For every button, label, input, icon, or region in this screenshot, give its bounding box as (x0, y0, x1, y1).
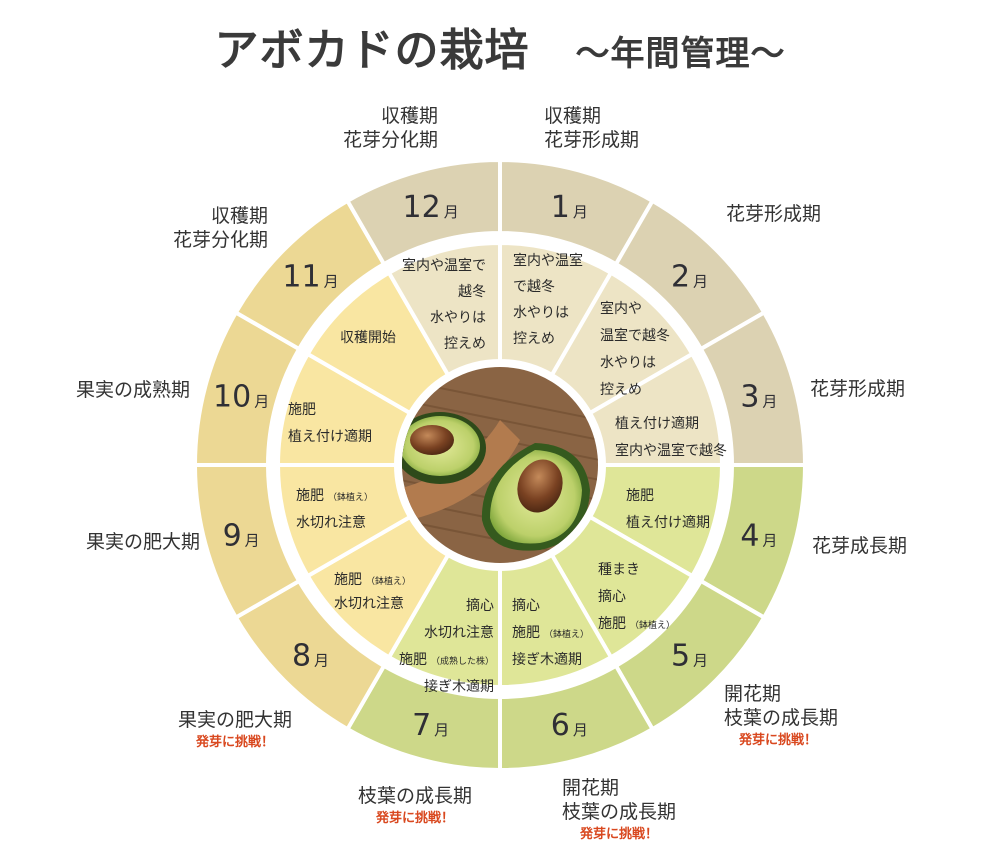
task-text: 室内や (600, 300, 642, 317)
task-text: 植え付け適期 (626, 514, 710, 531)
task-text: 控えめ (513, 331, 555, 347)
stage-label-jul: 枝葉の成長期 発芽に挑戦！ (350, 784, 480, 830)
task-text: 温室で越冬 (600, 327, 670, 344)
stage-label-apr: 花芽成長期 (812, 535, 908, 557)
avocado-photo (396, 361, 604, 569)
task-text: 施肥 (626, 488, 654, 504)
title-sub: 〜年間管理〜 (575, 34, 786, 74)
task-text: で越冬 (513, 279, 555, 295)
stage-label-sep: 果実の肥大期 (85, 531, 200, 553)
task-text: 接ぎ木適期 (512, 651, 582, 668)
stage-label-aug: 果実の肥大期 発芽に挑戦！ (170, 708, 300, 754)
task-text: 室内や温室 (513, 252, 583, 269)
task-text: 越冬 (458, 284, 486, 300)
task-text: 摘心 (466, 597, 494, 614)
challenge-badge: 発芽に挑戦！ (739, 733, 818, 748)
task-text: 接ぎ木適期 (424, 678, 494, 695)
task-text: 水切れ注意 (424, 624, 494, 641)
task-text: 室内や温室で越冬 (615, 442, 727, 459)
task-text: 室内や温室で (402, 257, 486, 274)
task-text: 控えめ (600, 382, 642, 398)
task-text: 施肥 (288, 402, 316, 418)
task-text: 摘心 (512, 597, 540, 614)
stage-label-may: 開花期 枝葉の成長期 発芽に挑戦！ (724, 682, 838, 752)
challenge-badge: 発芽に挑戦！ (195, 735, 274, 750)
task-text: 収穫開始 (340, 330, 396, 346)
task-text: 水切れ注意 (334, 595, 404, 612)
stage-label-feb: 花芽形成期 (726, 203, 822, 225)
stage-label-mar: 花芽形成期 (810, 378, 906, 400)
stage-label-jan: 収穫期 花芽形成期 (544, 105, 640, 151)
task-text: 種まき (598, 562, 640, 578)
page-title: アボカドの栽培 〜年間管理〜 (0, 14, 1000, 78)
challenge-badge: 発芽に挑戦！ (580, 827, 659, 842)
stage-label-nov: 収穫期 花芽分化期 (172, 205, 268, 251)
task-text: 植え付け適期 (615, 415, 699, 432)
task-text: 水やりは (600, 355, 656, 371)
task-text: 控えめ (444, 336, 486, 352)
task-text: 水切れ注意 (296, 514, 366, 531)
task-text: 水やりは (430, 310, 486, 326)
task-text: 水やりは (513, 305, 569, 321)
task-text: 植え付け適期 (288, 428, 372, 445)
task-text: 摘心 (598, 588, 626, 605)
stage-label-oct: 果実の成熟期 (75, 379, 190, 401)
challenge-badge: 発芽に挑戦！ (375, 811, 454, 826)
stage-label-jun: 開花期 枝葉の成長期 発芽に挑戦！ (562, 776, 676, 846)
month-segments (192, 157, 808, 773)
stage-label-dec: 収穫期 花芽分化期 (342, 105, 438, 151)
title-main: アボカドの栽培 (214, 25, 530, 76)
